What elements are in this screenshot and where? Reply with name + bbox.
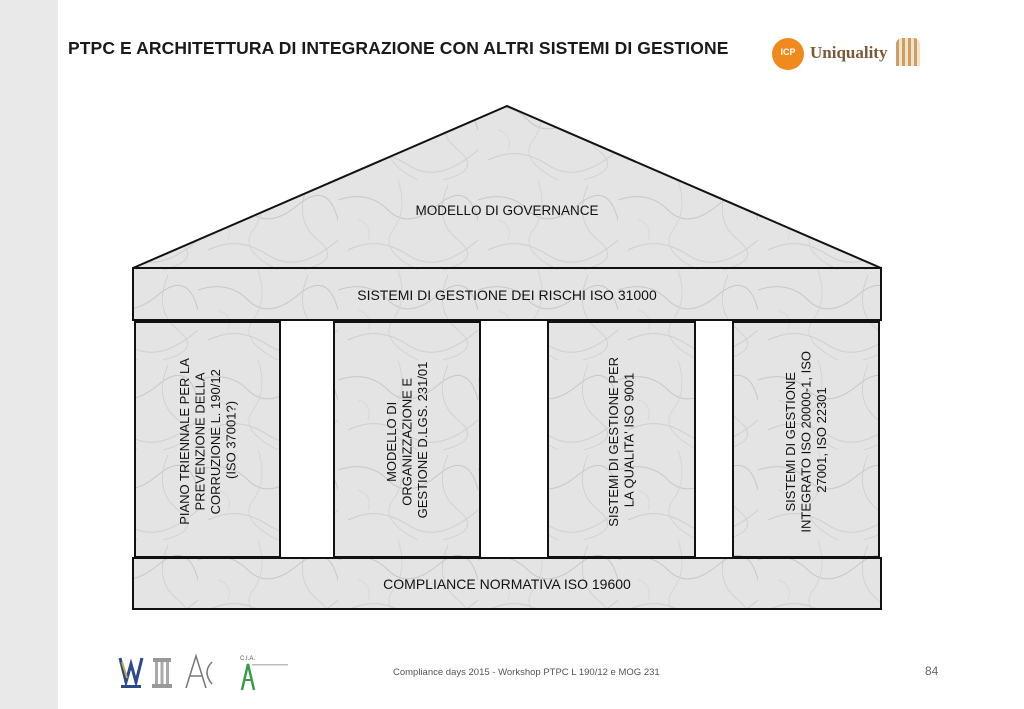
column-3-shape (547, 321, 696, 558)
uniquality-wordmark: Uniquality (810, 43, 888, 62)
entablature-shape (132, 267, 882, 321)
base-label: COMPLIANCE NORMATIVA ISO 19600 (383, 576, 631, 592)
pediment-shape (132, 104, 882, 269)
column-2-shape (333, 321, 481, 558)
column-3-label: SISTEMI DI GESTIONE PER LA QUALITA' ISO … (606, 353, 637, 526)
column-4-label: SISTEMI DI GESTIONE INTEGRATO ISO 20000-… (783, 347, 829, 532)
colosseum-icon (896, 38, 920, 66)
base-shape (132, 557, 882, 610)
column-4-shape (732, 321, 880, 558)
pediment-label: MODELLO DI GOVERNANCE (415, 203, 598, 218)
entablature-label: SISTEMI DI GESTIONE DEI RISCHI ISO 31000 (357, 287, 657, 303)
slide-title: PTPC E ARCHITETTURA DI INTEGRAZIONE CON … (68, 38, 729, 58)
column-1-shape (134, 321, 281, 558)
footer-logo-2-column-icon (152, 658, 172, 688)
column-2-label: MODELLO DI ORGANIZZAZIONE E GESTIONE D.L… (384, 362, 430, 519)
column-1-label: PIANO TRIENNALE PER LA PREVENZIONE DELLA… (177, 355, 239, 525)
slide: PTPC E ARCHITETTURA DI INTEGRAZIONE CON … (58, 0, 1024, 709)
footer-logo-1-icon (118, 657, 144, 688)
page-number: 84 (925, 664, 939, 678)
footer-logo-3-icon (185, 653, 213, 689)
colosseum-logo (896, 34, 946, 70)
uniquality-badge-text: ICP (780, 47, 796, 57)
uniquality-badge-icon: ICP (772, 38, 804, 70)
temple-diagram: MODELLO DI GOVERNANCE SISTEMI DI GESTION… (132, 104, 882, 610)
uniquality-logo: ICP Uniquality (772, 34, 932, 74)
footer-logo-3 (182, 652, 236, 692)
footer-logo-4-icon (240, 663, 288, 691)
footer-text: Compliance days 2015 - Workshop PTPC L 1… (393, 667, 660, 678)
footer-logo-4: C.I.A. (232, 652, 292, 692)
footer-logo-4-text: C.I.A. (240, 656, 256, 662)
